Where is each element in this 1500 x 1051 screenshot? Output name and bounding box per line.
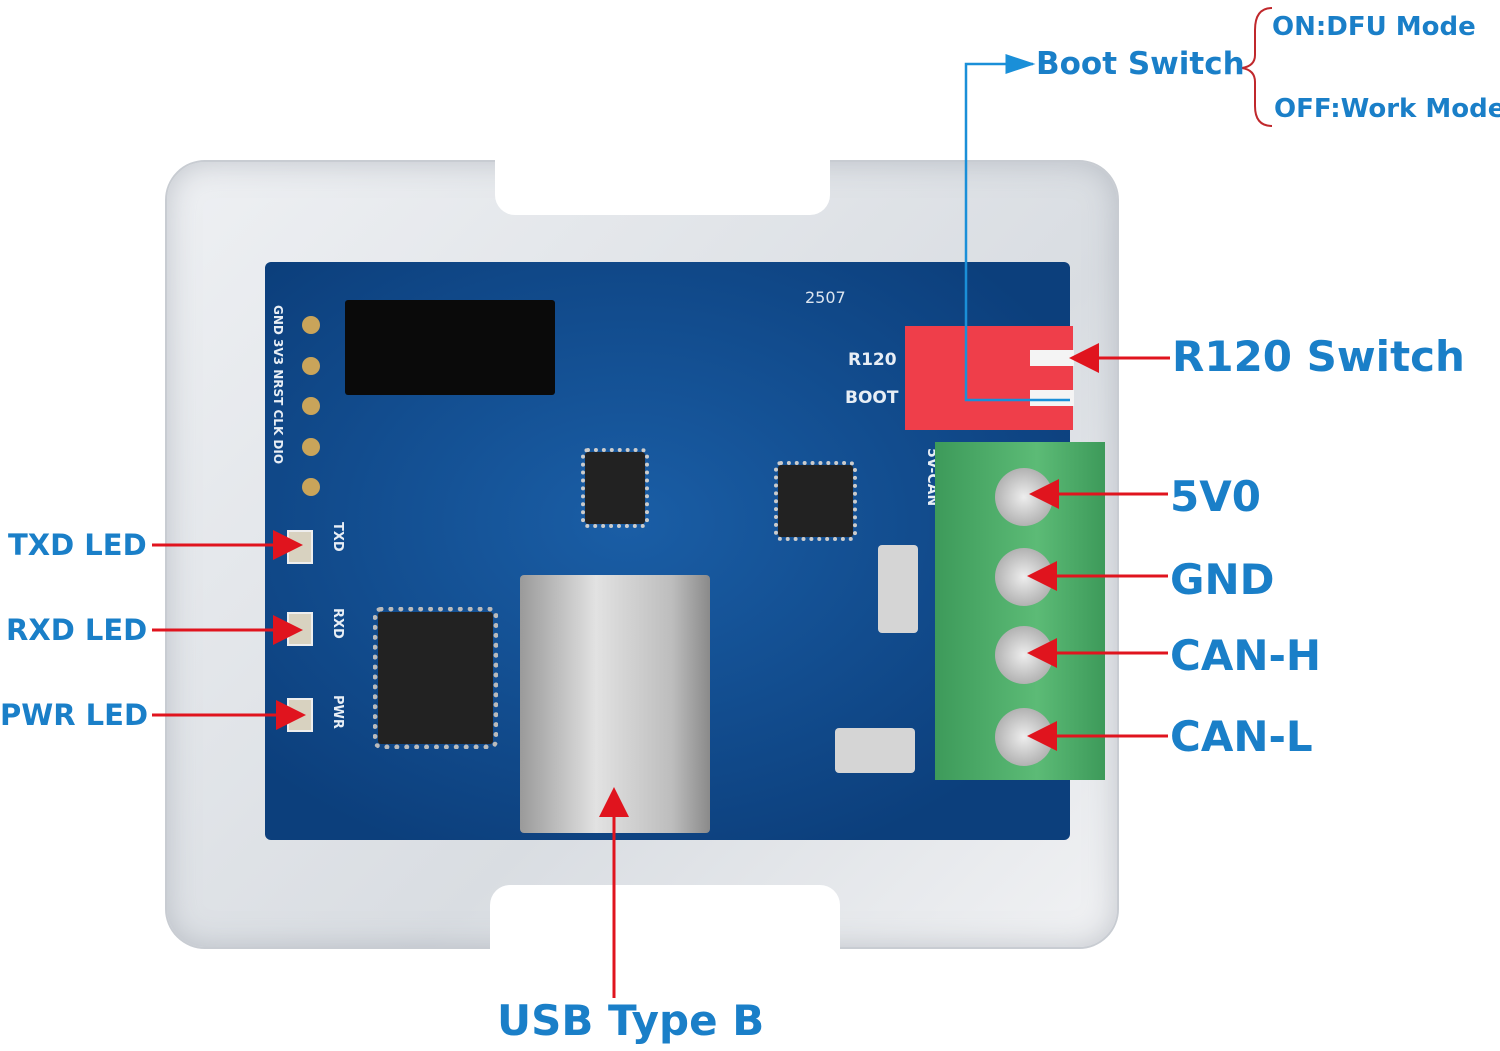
case-notch-bottom bbox=[490, 885, 840, 950]
inductor bbox=[878, 545, 918, 633]
dip-lever-r120 bbox=[1030, 350, 1074, 366]
label-boot-on: ON:DFU Mode bbox=[1272, 12, 1476, 42]
label-pwr-led: PWR LED bbox=[0, 698, 149, 732]
silk-r120: R120 bbox=[848, 350, 897, 370]
label-boot-switch: Boot Switch bbox=[1036, 46, 1245, 82]
isolator-chip bbox=[774, 461, 857, 541]
silk-date: 2507 bbox=[805, 288, 846, 307]
label-r120-switch: R120 Switch bbox=[1172, 332, 1465, 381]
dip-switch bbox=[905, 326, 1073, 430]
label-5v0: 5V0 bbox=[1170, 472, 1261, 521]
label-usb-type-b: USB Type B bbox=[497, 996, 765, 1045]
label-rxd-led: RXD LED bbox=[6, 613, 148, 647]
silk-boot: BOOT bbox=[845, 388, 899, 408]
label-txd-led: TXD LED bbox=[8, 528, 147, 562]
black-block bbox=[345, 300, 555, 395]
label-boot-off: OFF:Work Mode bbox=[1274, 94, 1500, 124]
boot-brace bbox=[1241, 7, 1273, 127]
boot-switch-line bbox=[964, 54, 1070, 402]
label-can-l: CAN-L bbox=[1170, 712, 1313, 761]
can-transceiver-chip bbox=[581, 448, 649, 528]
label-can-h: CAN-H bbox=[1170, 631, 1322, 680]
dip-lever-boot bbox=[1030, 390, 1074, 406]
label-gnd: GND bbox=[1170, 555, 1275, 604]
inductor-2 bbox=[835, 728, 915, 773]
case-notch-top bbox=[495, 155, 830, 215]
header-pins bbox=[302, 316, 324, 496]
mcu-chip bbox=[373, 607, 498, 749]
